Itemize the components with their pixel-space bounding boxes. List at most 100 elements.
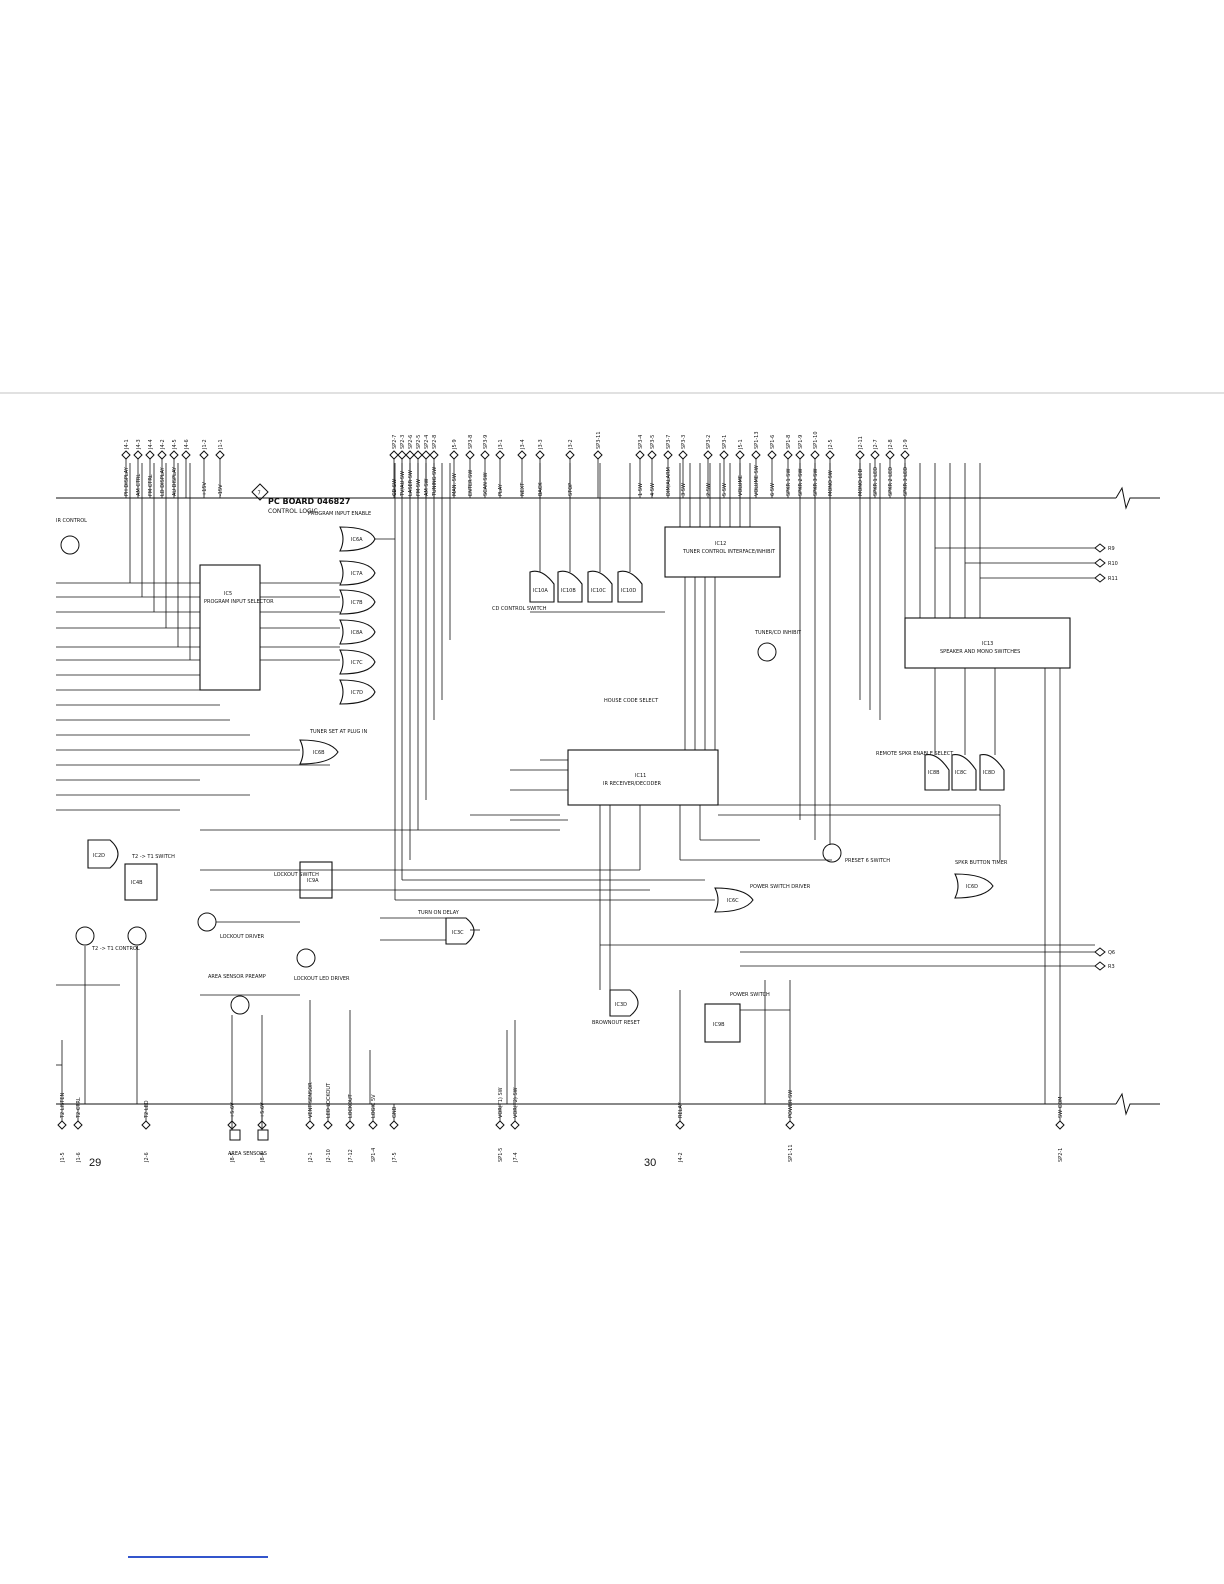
connector-signal: SPKR 2 LED bbox=[888, 467, 894, 496]
connector-signal: T2 CTRL bbox=[76, 1097, 82, 1119]
ic2d-block: IC2D bbox=[87, 839, 119, 869]
spkr-gate-stack: IC8B IC8C IC8D REMOTE SPKR ENABLE SELECT bbox=[876, 751, 1005, 791]
lockout-switch-label: LOCKOUT SWITCH bbox=[274, 872, 319, 878]
connector-pin: SP3-2 bbox=[706, 435, 712, 449]
connector-pin: J2-9 bbox=[903, 439, 909, 450]
ic5-desc: PROGRAM INPUT SELECTOR bbox=[204, 599, 274, 605]
connector-pin: SP3-5 bbox=[650, 435, 656, 449]
transistor-q18 bbox=[296, 948, 316, 968]
ic6b-block: IC6B TUNER SET AT PLUG IN bbox=[299, 729, 367, 765]
top-connector: J4-5AU DISPLAY bbox=[169, 439, 179, 498]
connector-pin: J4-2 bbox=[160, 439, 166, 450]
left-gate-stack: IC6A IC7A IC7B IC8A IC7C IC7D PROGRAM IN… bbox=[308, 511, 376, 705]
connector-pin: J7-4 bbox=[513, 1152, 519, 1163]
ic11-name: IC11 bbox=[635, 773, 646, 779]
board-number-diamond bbox=[251, 483, 269, 501]
connector-pin: J8-6 bbox=[260, 1152, 266, 1163]
connector-pin: SP3-8 bbox=[468, 435, 474, 449]
gate-ic10c: IC10C bbox=[591, 588, 606, 594]
connector-pin: J5-9 bbox=[452, 439, 458, 450]
connector-signal: T2 LED bbox=[144, 1100, 150, 1119]
top-connector: J4-4FM CTRL bbox=[145, 439, 155, 498]
connector-diamond bbox=[1055, 1120, 1065, 1130]
page-link-underline[interactable] bbox=[128, 1556, 268, 1558]
connector-diamond bbox=[751, 450, 761, 460]
connector-signal: 1 SW bbox=[638, 483, 644, 496]
tuner-cd-inhibit-label: TUNER/CD INHIBIT bbox=[754, 630, 802, 636]
output-label: R11 bbox=[1108, 576, 1118, 582]
connector-diamond bbox=[57, 1120, 67, 1130]
bottom-connector: J1-6T2 CTRL bbox=[73, 1097, 83, 1163]
connector-signal: VOLUME SW bbox=[754, 465, 760, 496]
connector-pin: J3-3 bbox=[538, 439, 544, 450]
connector-signal: STOP bbox=[568, 483, 574, 496]
program-input-enable-label: PROGRAM INPUT ENABLE bbox=[308, 511, 371, 517]
ic6d-name: IC6D bbox=[966, 884, 978, 890]
connector-signal: CD SW bbox=[392, 479, 398, 496]
gate-ic8b: IC8B bbox=[928, 770, 940, 776]
connector-pin: J1-2 bbox=[202, 439, 208, 450]
output-diamond bbox=[1094, 573, 1106, 583]
ic6b-name: IC6B bbox=[313, 750, 325, 756]
top-connector: J1-2+15V bbox=[199, 439, 209, 498]
connector-diamond bbox=[675, 1120, 685, 1130]
break-symbol-bottom bbox=[1115, 1092, 1160, 1116]
connector-diamond bbox=[495, 450, 505, 460]
transistor-q16 bbox=[197, 912, 217, 932]
connector-pin: SP3-7 bbox=[666, 435, 672, 449]
connector-diamond bbox=[121, 450, 131, 460]
connector-diamond bbox=[157, 450, 167, 460]
connector-diamond bbox=[719, 450, 729, 460]
power-switch-driver-label: POWER SWITCH DRIVER bbox=[750, 884, 811, 890]
connector-diamond bbox=[345, 1120, 355, 1130]
connector-signal: RELAY bbox=[678, 1101, 684, 1118]
right-output: R11 bbox=[1094, 573, 1118, 583]
connector-pin: SP1-6 bbox=[770, 435, 776, 449]
connector-diamond bbox=[495, 1120, 505, 1130]
output-label: Q6 bbox=[1108, 950, 1115, 956]
ic3d-block: IC3D BROWNOUT RESET bbox=[592, 989, 641, 1026]
preset-6-label: PRESET 6 SWITCH bbox=[845, 858, 890, 864]
connector-diamond bbox=[449, 450, 459, 460]
connector-pin: SP3-4 bbox=[638, 435, 644, 449]
connector-pin: J2-8 bbox=[888, 439, 894, 450]
connector-diamond bbox=[565, 450, 575, 460]
connector-signal: ENTER SW bbox=[468, 470, 474, 496]
page-number-left: 29 bbox=[89, 1157, 101, 1169]
gate-ic10a: IC10A bbox=[533, 588, 548, 594]
cd-gate-stack: IC10A IC10B IC10C IC10D CD CONTROL SWITC… bbox=[492, 570, 643, 612]
connector-pin: SP2-3 bbox=[400, 435, 406, 449]
output-label: R10 bbox=[1108, 561, 1118, 567]
connector-pin: J8-5 bbox=[230, 1152, 236, 1163]
connector-diamond bbox=[181, 450, 191, 460]
connector-signal: SPKR 1 SW bbox=[786, 469, 792, 496]
top-connector: J4-1PH DISPLAY bbox=[121, 439, 131, 498]
connector-signal: NEXT bbox=[520, 482, 526, 496]
connector-signal: MONO SW bbox=[828, 470, 834, 496]
connector-signal: SPKR 3 SW bbox=[813, 469, 819, 496]
connector-pin: SP1-4 bbox=[371, 1148, 377, 1162]
connector-diamond bbox=[397, 450, 407, 460]
ic12-desc: TUNER CONTROL INTERFACE/INHIBIT bbox=[682, 549, 776, 555]
connector-pin: J5-1 bbox=[738, 439, 744, 450]
ic9b-name: IC9B bbox=[713, 1022, 725, 1028]
connector-pin: J1-1 bbox=[218, 439, 224, 450]
ic9a-name: IC9A bbox=[307, 878, 319, 884]
connector-signal: VOLUME bbox=[738, 475, 744, 496]
connector-pin: SP2-7 bbox=[392, 435, 398, 449]
connector-diamond bbox=[647, 450, 657, 460]
connector-diamond bbox=[199, 450, 209, 460]
connector-signal: FM CTRL bbox=[148, 474, 154, 496]
ic2d-name: IC2D bbox=[93, 853, 105, 859]
output-diamond bbox=[1094, 558, 1106, 568]
bottom-connector: J8-6+5.6V bbox=[257, 1102, 267, 1163]
connector-diamond bbox=[323, 1120, 333, 1130]
